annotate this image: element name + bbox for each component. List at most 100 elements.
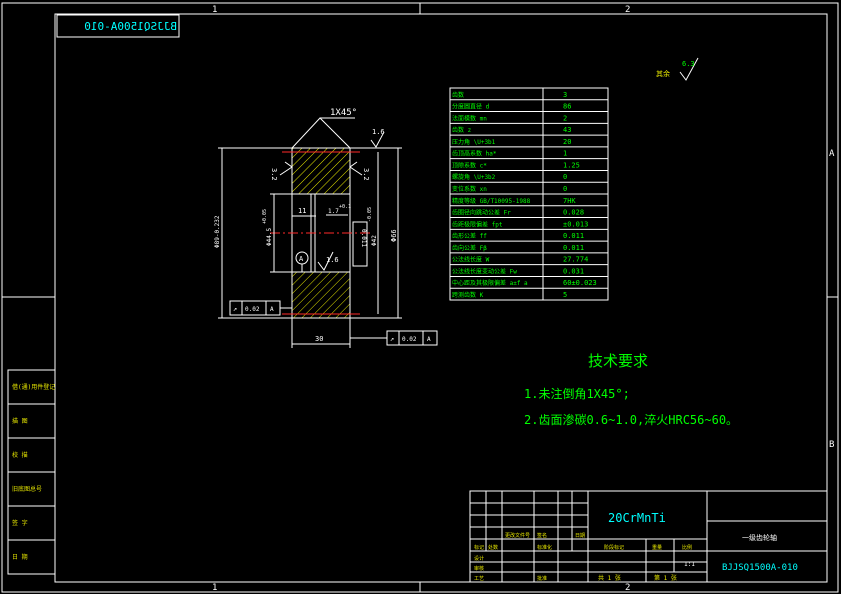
dim-hub: Φ66 bbox=[390, 229, 398, 242]
param-value: 0 bbox=[563, 173, 567, 181]
roughness-symbol-icon bbox=[679, 57, 699, 81]
h-file: 更改文件号 bbox=[505, 532, 530, 539]
ratio-value: 1:1 bbox=[684, 561, 695, 568]
gear-section-view: 1X45° 1.6 3.2 3.2 1.6 A Φ89-0.232 Φ44.5 … bbox=[214, 108, 438, 348]
param-label: 变位系数 xn bbox=[452, 185, 487, 193]
param-label: 公法线长度 W bbox=[452, 256, 490, 264]
roughness-general-label: 其余 bbox=[656, 69, 670, 78]
param-label: 分度圆直径 d bbox=[452, 103, 490, 111]
strip-label: 旧底图总号 bbox=[12, 485, 42, 493]
ratio-label: 比例 bbox=[682, 544, 692, 551]
dim-keyway-tol: +0.1 bbox=[339, 204, 351, 210]
runout-arrow-icon: ↗ bbox=[233, 305, 237, 313]
strip-label: 日 期 bbox=[12, 553, 28, 561]
h-count: 处数 bbox=[488, 544, 498, 551]
roughness-bore-value: 1.6 bbox=[326, 256, 339, 264]
dim-width: 30 bbox=[315, 335, 323, 343]
roughness-top-icon bbox=[370, 131, 385, 148]
param-label: 齿距极限偏差 fpt bbox=[452, 220, 503, 228]
roughness-top-value: 1.6 bbox=[372, 128, 385, 136]
dim-key-width: 11 bbox=[298, 207, 306, 215]
param-value: 2 bbox=[563, 114, 567, 122]
runout-box bbox=[352, 221, 368, 267]
roughness-right-icon bbox=[349, 161, 363, 176]
r-check: 审核 bbox=[474, 565, 484, 572]
param-label: 齿圈径向跳动公差 Fr bbox=[452, 209, 511, 217]
r-design: 设计 bbox=[474, 555, 484, 562]
zone-bottom-1: 1 bbox=[212, 583, 217, 593]
runout-arrow-icon-2: ↗ bbox=[390, 335, 394, 343]
h-sign: 签名 bbox=[537, 532, 547, 539]
tech-item-2: 2.齿面渗碳0.6~1.0,淬火HRC56~60。 bbox=[524, 412, 738, 427]
stage-label: 阶段标记 bbox=[604, 544, 624, 551]
sheets-total: 共 1 张 bbox=[598, 574, 621, 582]
roughness-left-icon bbox=[279, 161, 293, 176]
chamfer-pointer bbox=[291, 117, 351, 149]
param-value: 0.011 bbox=[563, 244, 584, 252]
r-approve: 批准 bbox=[537, 575, 547, 582]
param-label: 齿顶高系数 ha* bbox=[452, 150, 497, 158]
param-value: 1.25 bbox=[563, 161, 580, 169]
dim-pitch-dia: Φ42 bbox=[371, 235, 378, 246]
material: 20CrMnTi bbox=[608, 511, 666, 525]
param-label: 法面模数 mn bbox=[452, 114, 487, 122]
param-label: 齿向公差 Fβ bbox=[452, 244, 487, 252]
dim-bore-tol: +0.05 bbox=[262, 209, 268, 224]
h-date: 日期 bbox=[575, 533, 585, 539]
lower-section-hatch bbox=[292, 272, 350, 318]
r-process: 工艺 bbox=[474, 576, 484, 582]
param-value: 5 bbox=[563, 291, 567, 299]
strip-label: 描 图 bbox=[12, 417, 28, 425]
tech-requirements: 技术要求 1.未注倒角1X45°; 2.齿面渗碳0.6~1.0,淬火HRC56~… bbox=[524, 352, 738, 427]
param-value: 20 bbox=[563, 138, 571, 146]
strip-label: 借(通)用件登记 bbox=[12, 383, 55, 391]
param-label: 压力角 \U+3b1 bbox=[452, 138, 496, 146]
zone-top-1: 1 bbox=[212, 5, 217, 15]
zone-right-a: A bbox=[829, 149, 835, 159]
strip-label: 校 描 bbox=[12, 451, 28, 459]
param-value: 0.028 bbox=[563, 209, 584, 217]
param-value: 43 bbox=[563, 126, 571, 134]
param-value: ±0.013 bbox=[563, 220, 588, 228]
param-value: 0.031 bbox=[563, 267, 584, 275]
roughness-bore-icon bbox=[317, 251, 334, 271]
zone-top-2: 2 bbox=[625, 5, 630, 15]
roughness-general-value: 6.3 bbox=[682, 60, 695, 68]
param-value: 3 bbox=[563, 91, 567, 99]
param-value: 27.774 bbox=[563, 256, 588, 264]
h-mark: 标记 bbox=[474, 544, 484, 551]
param-label: 螺旋角 \U+3b2 bbox=[452, 173, 496, 181]
strip-label: 签 字 bbox=[12, 519, 28, 527]
param-value: 7HK bbox=[563, 197, 576, 205]
chamfer-label: 1X45° bbox=[330, 108, 357, 118]
dim-bore: Φ44.5 bbox=[266, 228, 273, 246]
param-value: 60±0.023 bbox=[563, 279, 597, 287]
inner-border bbox=[54, 13, 828, 583]
sheet-no: 第 1 张 bbox=[654, 574, 677, 582]
param-label: 中心距及其极限偏差 a±f a bbox=[452, 279, 528, 287]
zone-right-b: B bbox=[829, 440, 834, 450]
r-standard: 标准化 bbox=[537, 544, 552, 551]
param-label: 齿数 bbox=[452, 91, 464, 99]
tol-right-value: 0.02 bbox=[402, 336, 417, 343]
param-value: 0.011 bbox=[563, 232, 584, 240]
dim-tip-dia: Φ89-0.232 bbox=[214, 215, 221, 248]
zone-bottom-2: 2 bbox=[625, 583, 630, 593]
drawing-number: BJJSQ1500A-010 bbox=[722, 563, 798, 573]
tech-item-1: 1.未注倒角1X45°; bbox=[524, 386, 630, 401]
tol-left-datum: A bbox=[270, 306, 274, 313]
param-label: 顶隙系数 c* bbox=[452, 161, 487, 169]
upper-section-hatch bbox=[292, 148, 350, 194]
tol-left-value: 0.02 bbox=[245, 306, 260, 313]
weight-label: 重量 bbox=[652, 544, 662, 551]
tol-right-datum: A bbox=[427, 336, 431, 343]
title-block: 20CrMnTi 一级齿轮轴 BJJSQ1500A-010 标记 处数 更改文件… bbox=[469, 490, 828, 583]
datum-a-label: A bbox=[299, 255, 304, 263]
dim-keyway-depth: 1.7 bbox=[328, 208, 339, 215]
param-label: 公法线长度变动公差 Fw bbox=[452, 267, 517, 275]
roughness-right-value: 3.2 bbox=[362, 168, 370, 181]
